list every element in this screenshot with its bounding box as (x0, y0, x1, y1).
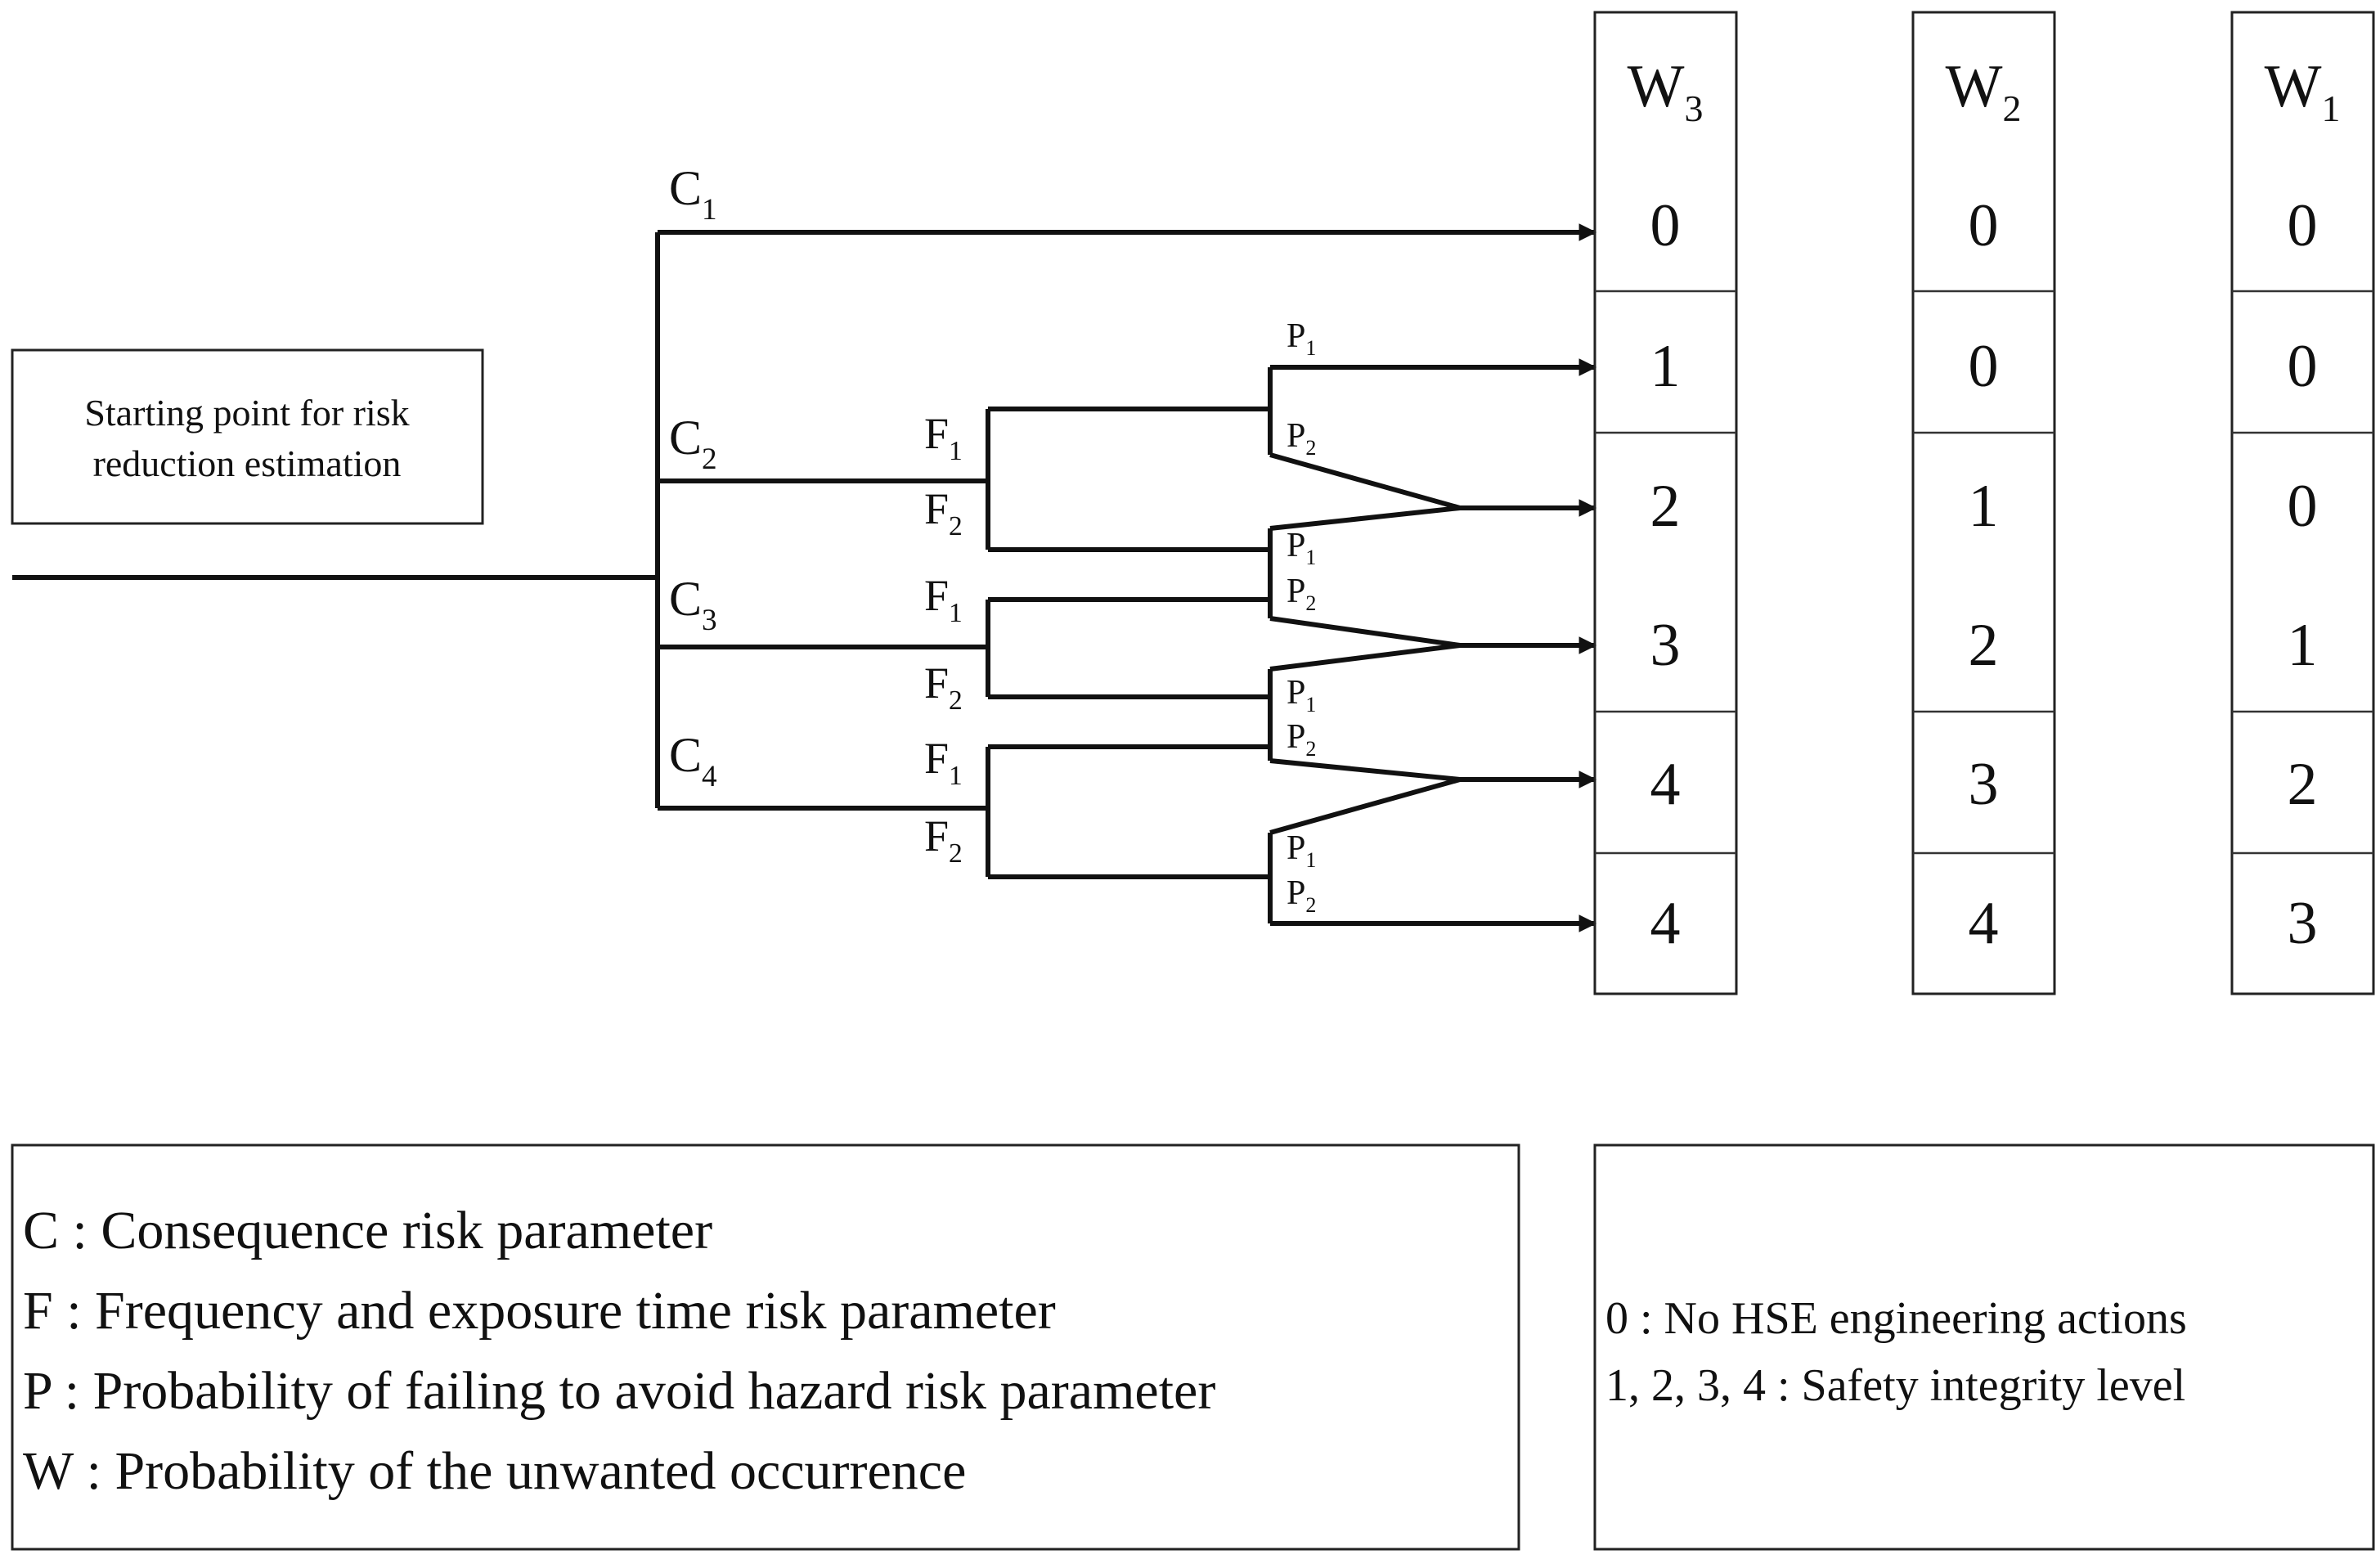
w2-column-frame (1911, 11, 2056, 995)
w3-cell: 3 (1650, 612, 1681, 679)
label-p1-a: P1 (1287, 317, 1316, 360)
start-box-line1: Starting point for risk (84, 392, 409, 434)
w2-cell: 4 (1969, 890, 1999, 957)
w2-cell: 0 (1969, 333, 1999, 400)
w1-cell: 3 (2288, 890, 2318, 957)
w2-column: W2 0 0 1 2 3 4 (1911, 11, 2056, 995)
label-p2-c: P2 (1287, 718, 1316, 761)
label-c2: C2 (669, 411, 717, 476)
w3-column: W3 0 1 2 3 4 4 (1593, 11, 1738, 995)
legend-right-item: 1, 2, 3, 4 : Safety integrity level (1605, 1360, 2185, 1411)
label-p1-d: P1 (1287, 829, 1316, 872)
w3-cell: 2 (1650, 473, 1681, 540)
label-p2-a: P2 (1287, 417, 1316, 460)
w1-cell: 0 (2288, 333, 2318, 400)
label-c3-f1: F1 (924, 571, 963, 628)
tree-wires (12, 223, 1597, 932)
label-c4-f1: F1 (924, 734, 963, 791)
label-c2-f2: F2 (924, 484, 963, 541)
w3-cell: 4 (1650, 751, 1681, 818)
label-p2-d: P2 (1287, 874, 1316, 917)
start-box-line2: reduction estimation (93, 443, 402, 484)
label-c3: C3 (669, 572, 717, 637)
merge-row3 (1269, 616, 1461, 672)
label-c2-f1: F1 (924, 409, 963, 466)
w3-header: W3 (1628, 53, 1704, 129)
label-c4-f2: F2 (924, 811, 963, 869)
w1-cell: 1 (2288, 612, 2318, 679)
legend-left-item: P : Probability of failing to avoid haza… (23, 1361, 1215, 1421)
label-c1: C1 (669, 161, 717, 227)
w2-header: W2 (1946, 53, 2022, 129)
w3-cell: 4 (1650, 890, 1681, 957)
label-c4: C4 (669, 728, 717, 793)
w3-cell: 0 (1650, 192, 1681, 259)
w2-cell: 1 (1969, 473, 1999, 540)
legend-left-box (11, 1143, 1520, 1551)
label-p1-c: P1 (1287, 674, 1316, 717)
w1-cell: 0 (2288, 192, 2318, 259)
merge-row4 (1269, 758, 1461, 835)
w3-column-frame (1593, 11, 1738, 995)
label-p2-b: P2 (1287, 573, 1316, 615)
w1-cell: 2 (2288, 751, 2318, 818)
w1-header: W1 (2265, 53, 2341, 129)
legend-right-item: 0 : No HSE engineering actions (1605, 1293, 2187, 1344)
w2-cell: 0 (1969, 192, 1999, 259)
merge-row2 (1269, 452, 1461, 531)
start-box (11, 348, 484, 525)
w1-column: W1 0 0 0 1 2 3 (2230, 11, 2375, 995)
w2-cell: 2 (1969, 612, 1999, 679)
legend-left-item: C : Consequence risk parameter (23, 1201, 712, 1260)
w1-column-frame (2230, 11, 2375, 995)
legend-right-box (1593, 1143, 2375, 1551)
label-p1-b: P1 (1287, 527, 1316, 569)
w1-cell: 0 (2288, 473, 2318, 540)
legend-left-item: F : Frequency and exposure time risk par… (23, 1281, 1056, 1341)
legend-left-item: W : Probability of the unwanted occurren… (23, 1441, 966, 1501)
label-c3-f2: F2 (924, 658, 963, 716)
w2-cell: 3 (1969, 751, 1999, 818)
w3-cell: 1 (1650, 333, 1681, 400)
